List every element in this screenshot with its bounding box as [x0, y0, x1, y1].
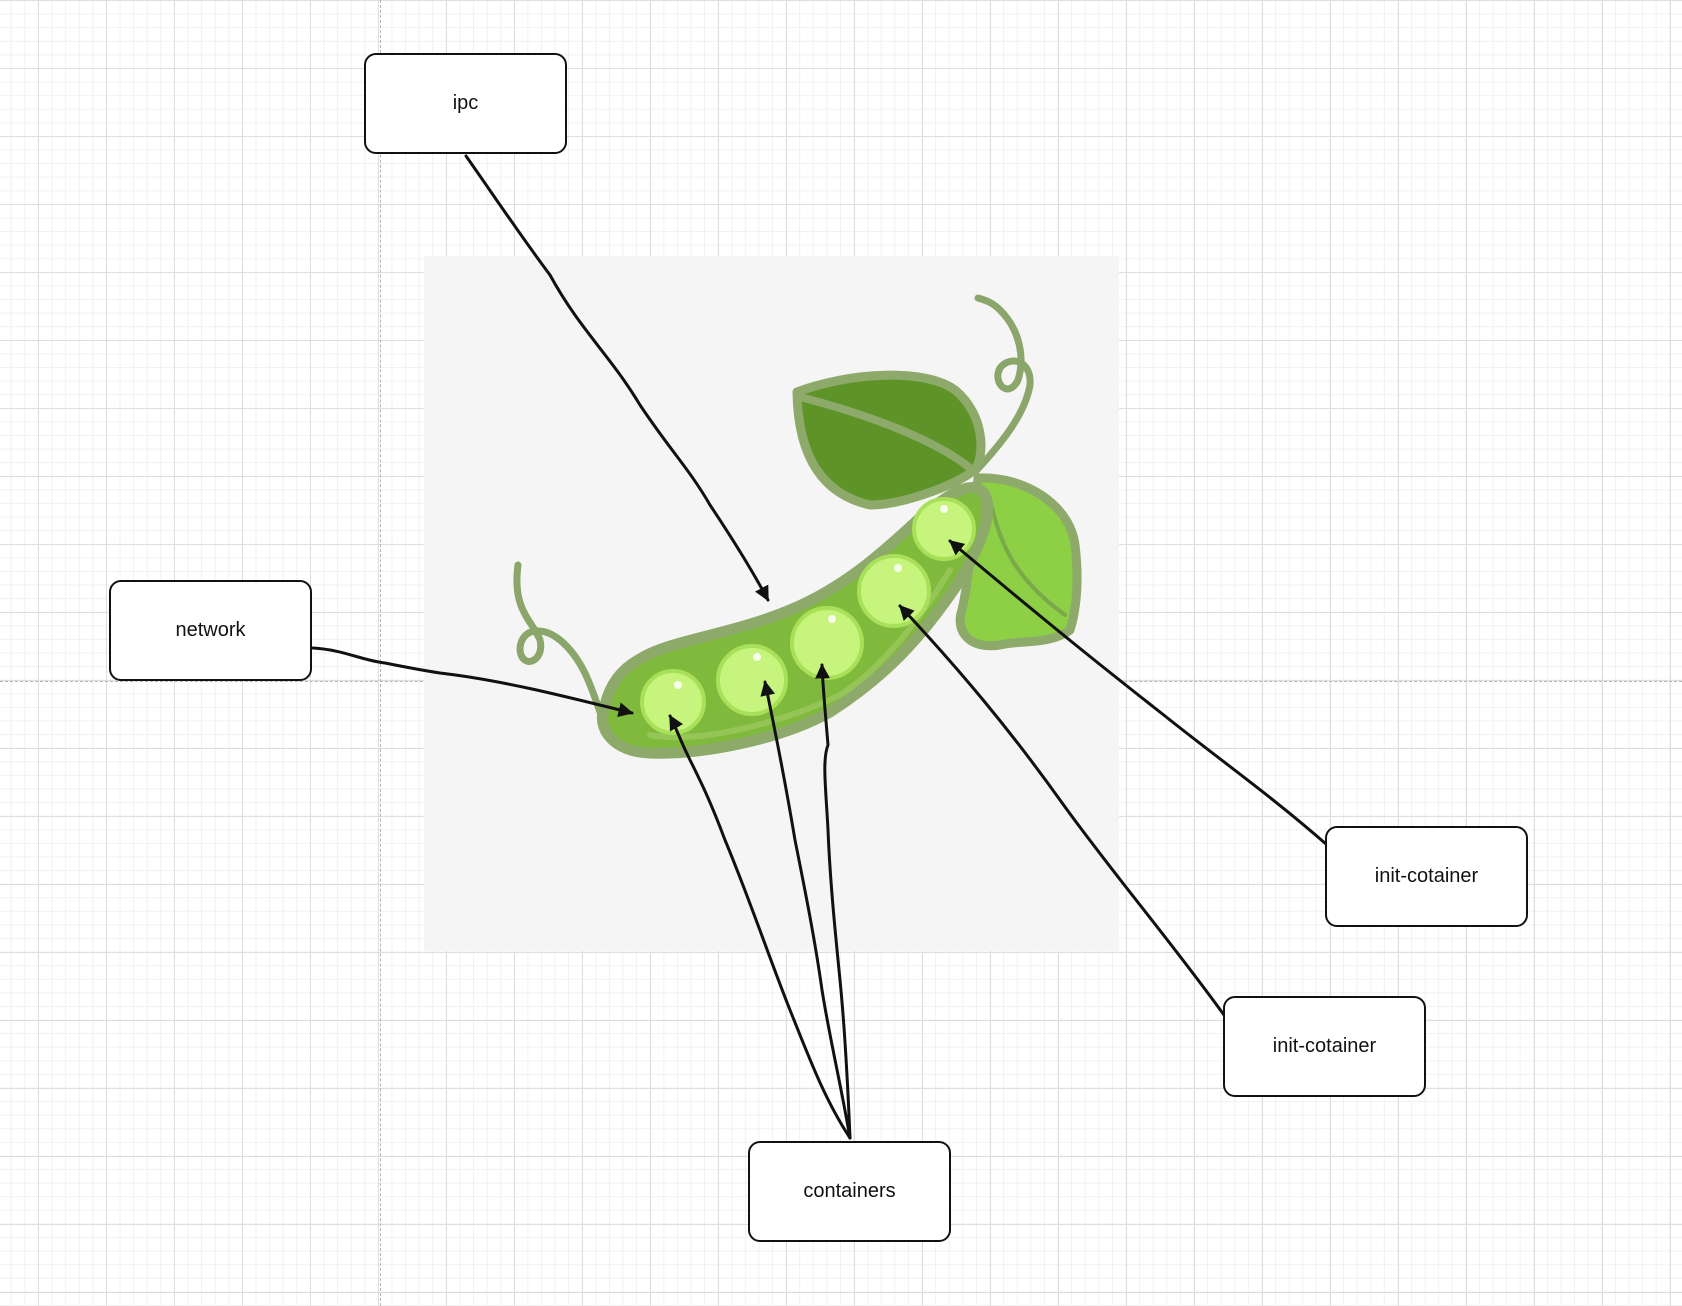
node-ipc[interactable]: ipc: [364, 53, 567, 154]
right-tendril: [971, 294, 1034, 476]
node-network-label: network: [175, 619, 246, 641]
node-init-container-2[interactable]: init-cotainer: [1223, 996, 1426, 1097]
vertical-guide-line: [380, 0, 381, 1306]
connector-ipc-to-pod[interactable]: [464, 154, 770, 602]
dark-leaf-vein: [796, 393, 974, 472]
node-containers-label: containers: [803, 1180, 896, 1202]
node-ipc-label: ipc: [452, 92, 479, 114]
left-tendril: [513, 561, 604, 716]
node-containers[interactable]: containers: [748, 1141, 951, 1242]
connector-containers-to-pea-2[interactable]: [760, 680, 852, 1140]
light-leaf-inner: [988, 498, 1067, 617]
connector-network-to-pea-1[interactable]: [311, 646, 634, 718]
connector-init-container-1-to-pea-5[interactable]: [948, 539, 1328, 846]
pea-1: [640, 669, 706, 735]
connector-containers-to-pea-1[interactable]: [668, 714, 852, 1140]
connector-containers-to-pea-3[interactable]: [815, 663, 852, 1140]
node-init-container-1[interactable]: init-cotainer: [1325, 826, 1528, 927]
node-network[interactable]: network: [109, 580, 312, 681]
node-init-container-2-label: init-cotainer: [1272, 1035, 1377, 1057]
node-init-container-1-label: init-cotainer: [1374, 865, 1479, 887]
connector-init-container-2-to-pea-4[interactable]: [898, 604, 1226, 1017]
peas: [640, 497, 976, 735]
